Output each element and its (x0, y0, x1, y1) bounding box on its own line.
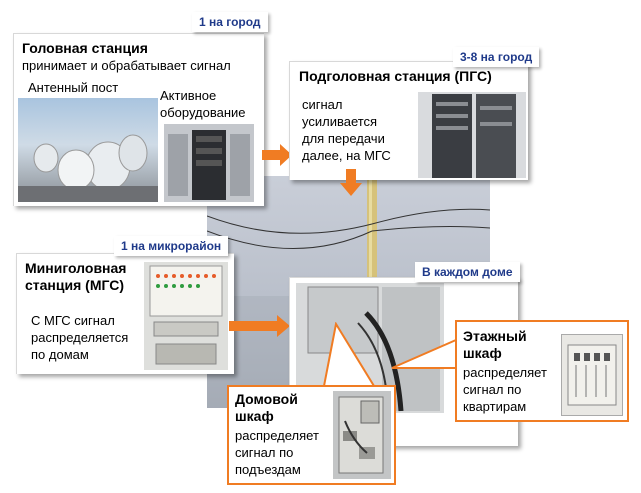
floor-cabinet-description: распределяет сигнал по квартирам (463, 365, 547, 414)
floor-cabinet-photo (561, 334, 623, 416)
sub-station-title: Подголовная станция (ПГС) (299, 68, 492, 84)
floor-cabinet-title: Этажный шкаф (463, 328, 527, 361)
equipment-label: Активное оборудование (160, 88, 246, 120)
house-cabinet-title: Домовой шкаф (235, 391, 298, 424)
head-station-subtitle: принимает и обрабатывает сигнал (22, 58, 231, 73)
antenna-label: Антенный пост (28, 80, 119, 95)
callout-pointer-floor (391, 338, 457, 369)
floor-cabinet-box: Этажный шкаф распределяет сигнал по квар… (455, 320, 629, 422)
house-cabinet-photo (333, 391, 391, 479)
mini-station-tag: 1 на микрорайон (114, 236, 229, 256)
arrow-mini-to-house (229, 315, 290, 337)
arrow-sub-down (340, 169, 362, 196)
arrow-head-to-sub (262, 144, 292, 166)
head-station-title: Головная станция (22, 40, 148, 56)
sub-station-tag: 3-8 на город (453, 47, 540, 67)
house-tag: В каждом доме (415, 262, 520, 282)
antenna-photo (18, 98, 158, 202)
equipment-photo (164, 124, 254, 202)
mini-station-photo (144, 262, 228, 370)
mini-station-card: Миниголовная станция (МГС) С МГС сигнал … (16, 253, 234, 374)
callout-pointer-house (322, 322, 376, 387)
sub-station-description: сигнал усиливается для передачи далее, н… (302, 97, 391, 163)
mini-station-title: Миниголовная станция (МГС) (25, 260, 127, 293)
house-cabinet-box: Домовой шкаф распределяет сигнал по подъ… (227, 385, 396, 485)
head-station-tag: 1 на город (192, 12, 268, 32)
sub-station-photo (418, 92, 526, 178)
sub-station-card: Подголовная станция (ПГС) сигнал усилива… (289, 61, 528, 180)
head-station-card: Головная станция принимает и обрабатывае… (13, 33, 264, 206)
mini-station-description: С МГС сигнал распределяется по домам (31, 313, 129, 362)
house-cabinet-description: распределяет сигнал по подъездам (235, 428, 319, 477)
